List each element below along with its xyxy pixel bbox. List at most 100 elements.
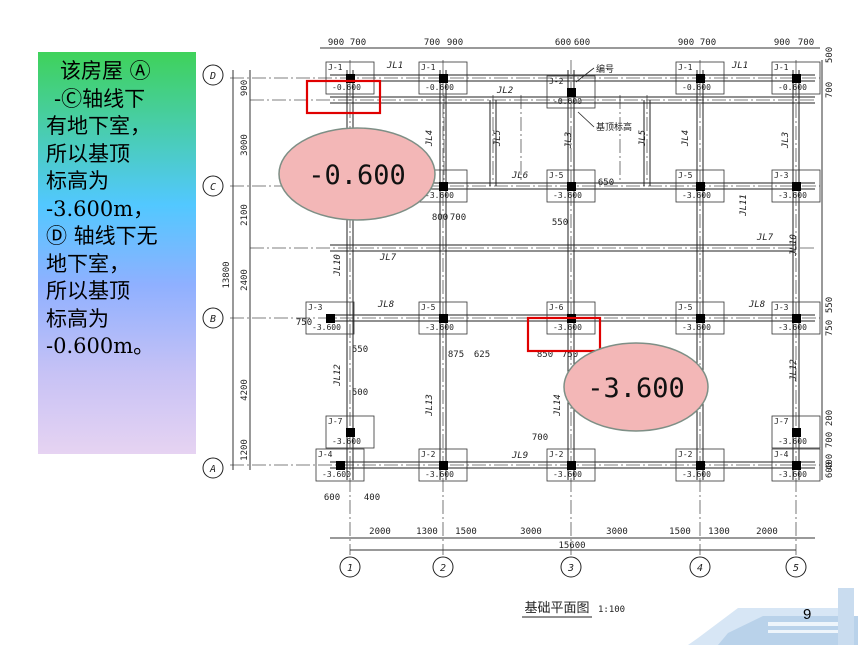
footing-pad bbox=[675, 169, 725, 203]
top-dim-label: 700 bbox=[350, 38, 366, 48]
footing-elev: -3.600 bbox=[778, 191, 807, 200]
left-dim-label: 4200 bbox=[240, 379, 250, 401]
left-dim-label: 2100 bbox=[240, 204, 250, 226]
row-axis-label: D bbox=[209, 71, 216, 82]
size-label: 875 bbox=[448, 350, 464, 360]
size-label: 700 bbox=[450, 213, 466, 223]
footing-pad bbox=[418, 61, 468, 95]
footing-pad bbox=[418, 301, 468, 335]
explanation-line: 有地下室， bbox=[46, 114, 151, 138]
bottom-dim-label: 1300 bbox=[416, 527, 438, 537]
footing-id: J-7 bbox=[328, 417, 343, 426]
top-dim-label: 900 bbox=[774, 38, 790, 48]
footing-id: J-6 bbox=[549, 303, 564, 312]
note-leader bbox=[577, 111, 595, 128]
column-square bbox=[567, 88, 576, 97]
top-dim-label: 900 bbox=[678, 38, 694, 48]
footing-id: J-5 bbox=[549, 171, 564, 180]
beam-label: JL3 bbox=[781, 132, 791, 149]
explanation-line: Ⓓ 轴线下无 bbox=[46, 224, 158, 248]
bottom-dim-label: 2000 bbox=[756, 527, 778, 537]
bottom-dim-label: 2000 bbox=[369, 527, 391, 537]
footing-id: J-4 bbox=[318, 450, 333, 459]
column-square bbox=[696, 461, 705, 470]
col-axis-label: 5 bbox=[793, 563, 799, 574]
left-dim-label: 2400 bbox=[240, 269, 250, 291]
beam-label: JL6 bbox=[511, 171, 528, 181]
footing-pad bbox=[771, 61, 821, 95]
footing-elev: -3.600 bbox=[682, 323, 711, 332]
beam-label: JL5 bbox=[493, 130, 503, 147]
footing-elev: -3.600 bbox=[425, 323, 454, 332]
callout-bottom-text: -3.600 bbox=[587, 373, 685, 404]
col-axis-label: 2 bbox=[440, 563, 446, 574]
footing-elev: -3.600 bbox=[682, 470, 711, 479]
left-dim-total: 13800 bbox=[222, 261, 232, 288]
footing-elev: -3.600 bbox=[425, 191, 454, 200]
row-axis-label: B bbox=[210, 314, 216, 325]
right-dim-label: 750 bbox=[825, 320, 835, 336]
footing-id: J-3 bbox=[774, 171, 789, 180]
right-dim-label: 200 bbox=[825, 410, 835, 426]
explanation-line: 标高为 bbox=[46, 169, 109, 193]
col-axis-bubble bbox=[560, 556, 582, 578]
right-dim-label: 500 bbox=[825, 47, 835, 63]
column-square bbox=[792, 314, 801, 323]
footing-elev: -0.600 bbox=[778, 83, 807, 92]
beam-label: JL5 bbox=[638, 130, 648, 147]
size-label: 550 bbox=[352, 345, 368, 355]
column-square bbox=[792, 182, 801, 191]
footing-pad bbox=[325, 61, 375, 95]
beam-label: JL7 bbox=[756, 233, 774, 243]
note-label: 基顶标高 bbox=[596, 121, 632, 133]
explanation-line: -3.600m， bbox=[46, 196, 155, 221]
column-square bbox=[696, 74, 705, 83]
col-axis-label: 4 bbox=[697, 563, 703, 574]
row-axis-label: A bbox=[209, 464, 216, 475]
top-dim-label: 900 bbox=[328, 38, 344, 48]
size-label: 400 bbox=[364, 493, 380, 503]
footing-pad bbox=[546, 75, 596, 109]
footing-pad bbox=[771, 415, 821, 449]
top-dim-label: 700 bbox=[700, 38, 716, 48]
size-label: 650 bbox=[598, 178, 614, 188]
footing-elev: -3.600 bbox=[312, 323, 341, 332]
column-square bbox=[792, 461, 801, 470]
column-square bbox=[439, 314, 448, 323]
beam-label: JL4 bbox=[425, 130, 435, 147]
size-label: 700 bbox=[532, 433, 548, 443]
column-square bbox=[439, 182, 448, 191]
beam-label: JL8 bbox=[748, 300, 765, 310]
footing-id: J-2 bbox=[549, 450, 564, 459]
highlight-box bbox=[526, 316, 602, 353]
column-square bbox=[439, 74, 448, 83]
col-axis-label: 1 bbox=[347, 563, 353, 574]
col-axis-bubble bbox=[785, 556, 807, 578]
footing-id: J-4 bbox=[774, 450, 789, 459]
top-dim-label: 900 bbox=[447, 38, 463, 48]
footing-id: J-1 bbox=[678, 63, 693, 72]
beam-label: JL2 bbox=[496, 86, 513, 96]
row-axis-bubble bbox=[202, 175, 224, 197]
right-dim-label: 700 bbox=[825, 432, 835, 448]
highlight-box bbox=[305, 79, 382, 115]
footing-pad bbox=[418, 448, 468, 482]
beam-label: JL3 bbox=[564, 132, 574, 149]
column-square bbox=[346, 428, 355, 437]
bottom-dim-label: 3000 bbox=[520, 527, 542, 537]
size-label: 800 bbox=[432, 213, 448, 223]
footing-elev: -0.600 bbox=[682, 83, 711, 92]
size-label: 550 bbox=[552, 218, 568, 228]
note-leader bbox=[575, 67, 595, 83]
footing-elev: -3.600 bbox=[778, 323, 807, 332]
size-label: 850 bbox=[537, 350, 553, 360]
page-number: 9 bbox=[803, 606, 812, 623]
top-dim-label: 700 bbox=[424, 38, 440, 48]
explanation-line: 标高为 bbox=[46, 306, 109, 331]
explanation-line: -Ⓒ轴线下 bbox=[54, 86, 146, 111]
beam-label: JL10 bbox=[333, 254, 343, 277]
footing-pad bbox=[771, 169, 821, 203]
column-square bbox=[336, 461, 345, 470]
footing-pad bbox=[771, 301, 821, 335]
